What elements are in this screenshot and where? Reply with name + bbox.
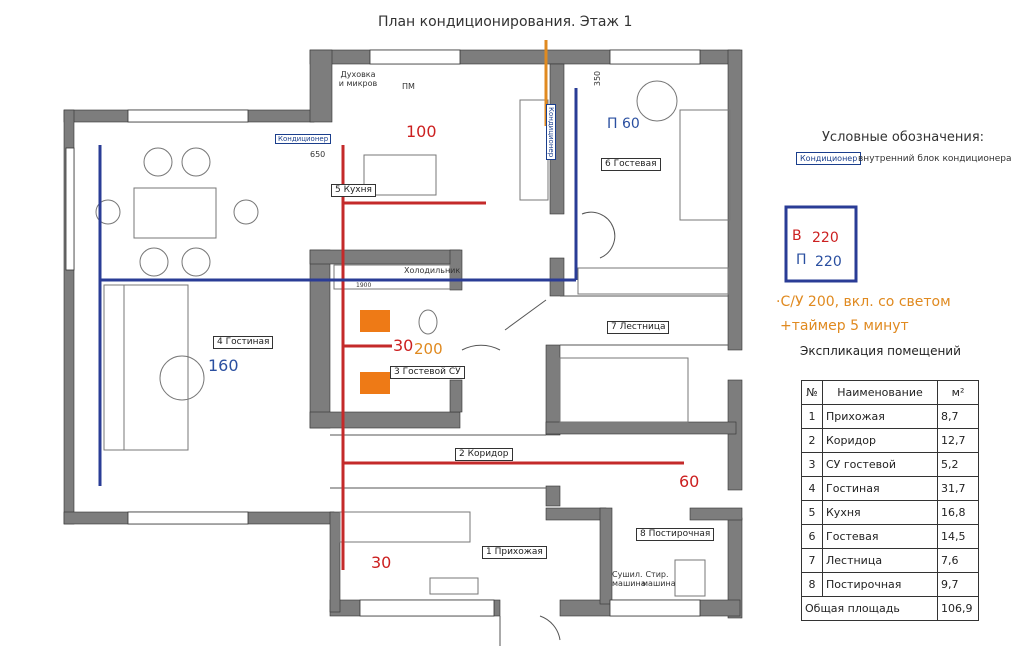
room-label-kitchen: 5 Кухня [331,184,376,197]
total-value: 106,9 [937,596,979,621]
washer-label: Стир. машина [642,570,676,588]
ac-unit-living: Кондиционер [275,134,332,144]
interior-lines [330,211,728,646]
room-label-stairs: 7 Лестница [607,321,670,334]
row-no: 6 [801,524,823,549]
row-name: Прихожая [822,404,938,429]
supply-lines [341,145,684,570]
flow-corridor: 60 [679,472,700,491]
dim-350: 350 [593,70,603,87]
row-area: 9,7 [937,572,979,597]
vp-box [784,205,858,283]
dishwasher-label: ПМ [402,82,415,91]
row-area: 14,5 [937,524,979,549]
flow-kitchen: 100 [406,122,437,141]
row-no: 5 [801,500,823,525]
room-label-living: 4 Гостиная [213,336,274,349]
room-label-guest-bath: 3 Гостевой СУ [390,366,465,379]
vp-v-value: 220 [812,230,839,246]
row-no: 8 [801,572,823,597]
row-name: СУ гостевой [822,452,938,477]
room-label-corridor: 2 Коридор [455,448,513,461]
row-name: Гостевая [822,524,938,549]
room-label-guest: 6 Гостевая [601,158,661,171]
vp-p-value: 220 [815,254,842,270]
dryer-label: Сушил. машина [612,570,646,588]
su-note-line1: ·С/У 200, вкл. со светом [776,294,951,310]
oven-label: Духовка и микров [338,70,378,88]
explication-heading: Экспликация помещений [800,344,961,358]
row-area: 31,7 [937,476,979,501]
row-name: Гостиная [822,476,938,501]
row-area: 8,7 [937,404,979,429]
row-no: 7 [801,548,823,573]
row-area: 12,7 [937,428,979,453]
dim-650: 650 [310,150,326,159]
vp-v-label: В [792,228,802,244]
row-no: 2 [801,428,823,453]
flow-hall: 30 [371,553,392,572]
header-area: м² [937,380,979,405]
row-name: Лестница [822,548,938,573]
flow-guest: П 60 [607,116,640,132]
furniture [95,80,731,597]
row-area: 7,6 [937,548,979,573]
header-no: № [801,380,823,405]
header-name: Наименование [822,380,938,405]
vp-p-label: П [796,252,807,268]
windows [65,49,701,617]
flow-bath-exhaust: 200 [414,340,443,358]
bath-fixtures [360,310,390,394]
legend-ac-desc: внутренний блок кондиционера [858,154,1012,164]
row-name: Коридор [822,428,938,453]
fridge-label: Холодильник [404,266,461,275]
legend-heading: Условные обозначения: [822,130,985,145]
legend-ac-tag: Кондиционер [796,152,862,165]
room-label-laundry: 8 Постирочная [636,528,715,541]
row-no: 3 [801,452,823,477]
table-total-row: Общая площадь 106,9 [801,596,979,621]
ac-unit-guest: Кондиционер [546,104,556,161]
su-note-line2: +таймер 5 минут [780,318,909,334]
row-area: 5,2 [937,452,979,477]
room-label-hall: 1 Прихожая [482,546,547,559]
total-label: Общая площадь [801,596,938,621]
row-name: Кухня [822,500,938,525]
flow-bath-supply: 30 [393,336,414,355]
exhaust-lines [98,88,578,486]
row-no: 4 [801,476,823,501]
plan-title: План кондиционирования. Этаж 1 [378,14,633,30]
table-header-row: № Наименование м² [801,380,979,405]
dim-1900: 1900 [356,282,372,289]
row-name: Постирочная [822,572,938,597]
row-area: 16,8 [937,500,979,525]
row-no: 1 [801,404,823,429]
flow-living: 160 [208,356,239,375]
